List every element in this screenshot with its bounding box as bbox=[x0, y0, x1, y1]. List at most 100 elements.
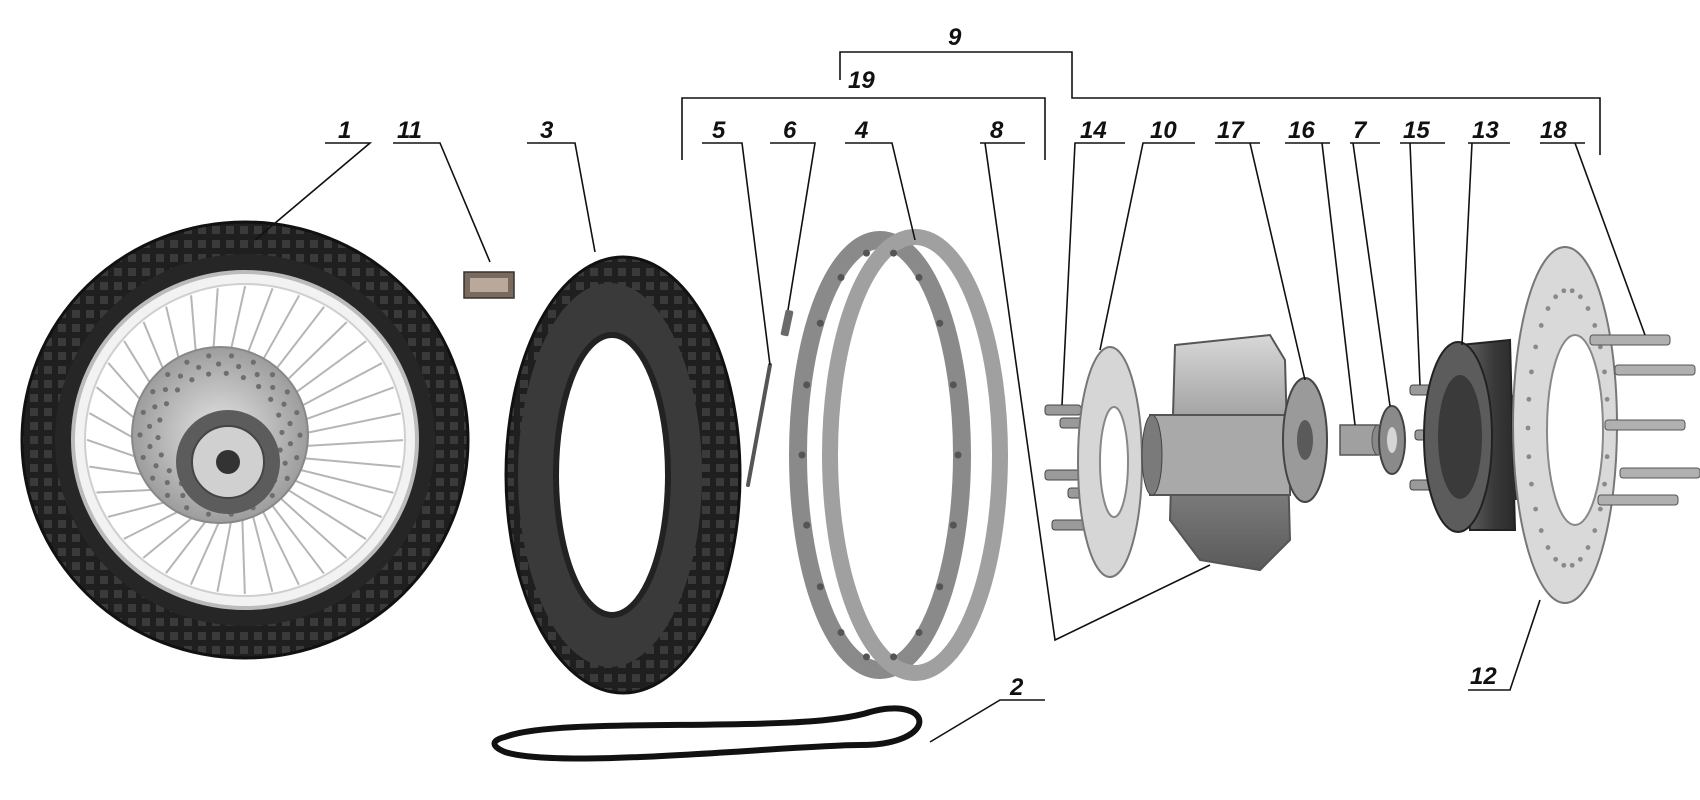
leader-12 bbox=[1468, 599, 1541, 691]
disc-hole bbox=[1538, 528, 1544, 533]
disc-hole bbox=[150, 389, 156, 395]
spoke-illustration bbox=[746, 363, 772, 487]
disc-hole bbox=[1553, 294, 1559, 300]
callout-19: 19 bbox=[848, 67, 875, 94]
disc-hole bbox=[157, 417, 163, 423]
leader-5 bbox=[702, 142, 771, 366]
disc-hole bbox=[1553, 556, 1559, 562]
disc-hole bbox=[1545, 545, 1551, 550]
rim-hole bbox=[862, 249, 870, 257]
disc-hole bbox=[163, 401, 170, 407]
rim-hole bbox=[862, 653, 870, 661]
disc-hole bbox=[1525, 425, 1531, 431]
disc-hole bbox=[180, 492, 186, 499]
disc-hole bbox=[1561, 288, 1567, 294]
disc-hole bbox=[223, 370, 229, 376]
disc-hole bbox=[250, 359, 256, 365]
disc-hole bbox=[297, 432, 303, 438]
leader-lines bbox=[254, 142, 1646, 743]
disc-hole bbox=[206, 353, 212, 359]
disc-hole bbox=[1569, 562, 1575, 568]
disc-hole bbox=[1545, 306, 1551, 311]
disc-hole bbox=[254, 371, 260, 378]
disc-hole bbox=[166, 468, 172, 474]
disc-hole bbox=[174, 387, 181, 393]
disc-hole bbox=[279, 429, 285, 436]
leader-17 bbox=[1215, 142, 1306, 381]
brake-disc-right-illustration bbox=[1512, 246, 1618, 604]
disc-hole bbox=[164, 479, 170, 486]
leader-10 bbox=[1099, 142, 1195, 351]
disc-hole bbox=[189, 377, 195, 383]
disc-bolts-right-illustration bbox=[1589, 334, 1700, 506]
disc-hole bbox=[1585, 306, 1591, 311]
disc-hole bbox=[162, 386, 169, 393]
disc-hole bbox=[287, 441, 294, 447]
disc-hole bbox=[1577, 556, 1583, 562]
disc-hole bbox=[1561, 562, 1567, 568]
leader-8 bbox=[980, 142, 1211, 642]
rim-hole bbox=[890, 653, 898, 661]
callout-15: 15 bbox=[1403, 117, 1430, 144]
disc-hole bbox=[205, 511, 212, 517]
disc-hole bbox=[1604, 454, 1610, 460]
disc-hole bbox=[147, 443, 153, 450]
disc-hole bbox=[268, 396, 274, 402]
callout-6: 6 bbox=[783, 117, 797, 144]
callout-1: 1 bbox=[338, 117, 351, 144]
disc-hole bbox=[215, 361, 222, 367]
disc-hole bbox=[146, 423, 153, 429]
disc-hole bbox=[236, 363, 242, 370]
disc-hole bbox=[1533, 344, 1539, 350]
disc-hole bbox=[137, 432, 143, 438]
disc-hole bbox=[282, 460, 288, 466]
callout-14: 14 bbox=[1080, 117, 1107, 144]
rim-hole bbox=[936, 319, 944, 327]
disc-hole bbox=[1597, 506, 1603, 512]
spacer-illustration bbox=[1339, 424, 1385, 456]
leader-15 bbox=[1400, 142, 1445, 386]
leader-1 bbox=[254, 142, 373, 241]
rim-hole bbox=[803, 381, 811, 389]
rim-hole bbox=[837, 273, 845, 281]
disc-hole bbox=[284, 475, 290, 481]
balance-weight-illustration bbox=[463, 271, 515, 299]
disc-hole bbox=[140, 454, 146, 461]
disc-hole bbox=[287, 420, 293, 427]
spoke-nipple-illustration bbox=[780, 309, 794, 337]
callout-9: 9 bbox=[948, 24, 962, 51]
leader-6 bbox=[770, 142, 816, 311]
leader-16 bbox=[1285, 142, 1356, 426]
disc-hole bbox=[1577, 294, 1583, 300]
disc-hole bbox=[150, 475, 156, 481]
disc-hole bbox=[1526, 396, 1532, 402]
disc-hole bbox=[153, 463, 159, 469]
disc-hole bbox=[1592, 528, 1598, 533]
disc-hole bbox=[256, 383, 262, 390]
callout-13: 13 bbox=[1472, 117, 1499, 144]
callout-labels: 1 11 3 5 6 4 8 14 10 17 16 7 15 13 18 9 … bbox=[338, 24, 1567, 701]
disc-hole bbox=[1604, 396, 1610, 402]
rim-hole bbox=[816, 583, 824, 591]
disc-hole bbox=[140, 409, 146, 415]
callout-16: 16 bbox=[1288, 117, 1315, 144]
tire-illustration bbox=[504, 255, 742, 695]
disc-hole bbox=[284, 389, 290, 395]
callout-11: 11 bbox=[397, 117, 422, 144]
rim-hole bbox=[837, 629, 845, 637]
rim-hole bbox=[890, 249, 898, 257]
group-bracket-9 bbox=[839, 51, 1601, 155]
rim-hole bbox=[803, 521, 811, 529]
hub-illustration bbox=[1141, 333, 1292, 572]
leader-14 bbox=[1061, 142, 1125, 406]
disc-hole bbox=[1602, 481, 1607, 487]
leader-4 bbox=[845, 142, 916, 241]
leader-2 bbox=[929, 699, 1045, 743]
callout-2: 2 bbox=[1009, 674, 1024, 701]
disc-hole bbox=[1592, 323, 1598, 328]
disc-hole bbox=[1569, 288, 1575, 294]
callout-5: 5 bbox=[712, 117, 726, 144]
disc-hole bbox=[294, 409, 300, 416]
brake-disc-left-illustration bbox=[1077, 346, 1143, 578]
